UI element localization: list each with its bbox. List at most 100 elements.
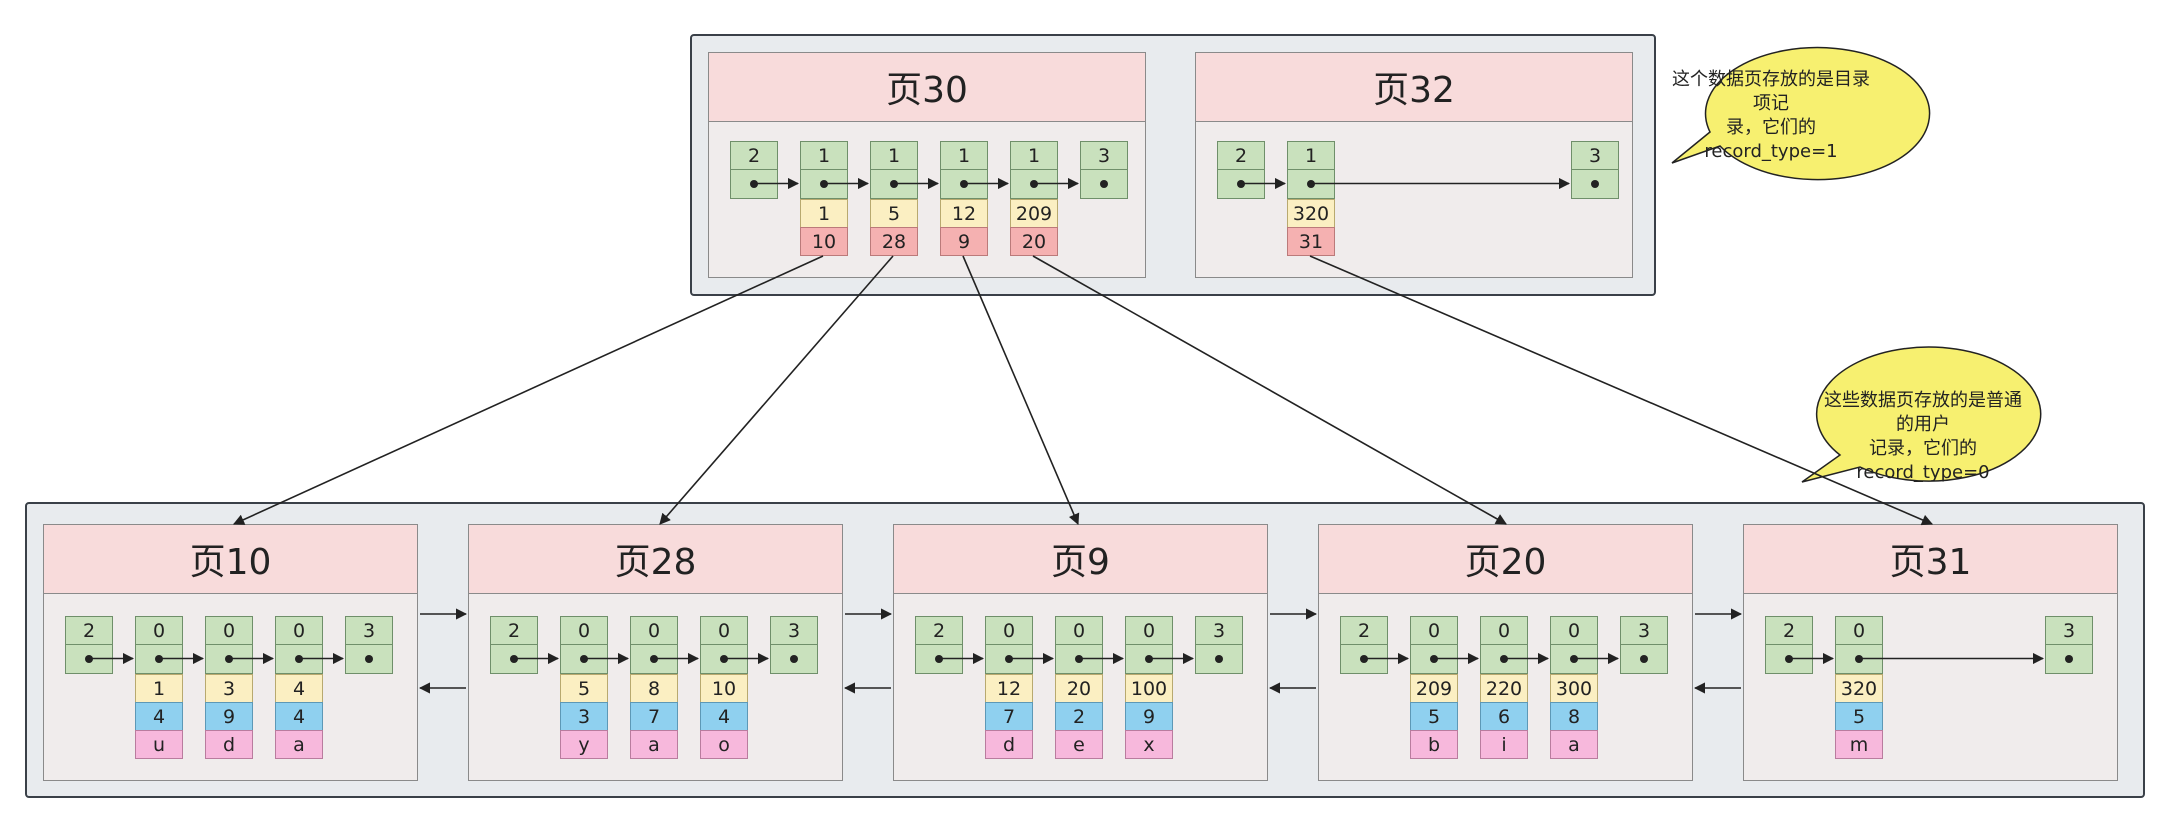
directory-page-1-supremum-pointer-dot <box>1591 180 1599 188</box>
leaf-page-3-record-2-pointer-dot <box>1570 655 1578 663</box>
leaf-page-0-record-2-pointer-dot <box>295 655 303 663</box>
leaf-page-1-record-1-type: 0 <box>630 616 678 645</box>
directory-callout-text-line-0: 这个数据页存放的是目录项记 <box>1672 69 1870 114</box>
leaf-page-1-supremum-type: 3 <box>770 616 818 645</box>
leaf-page-2-supremum-type: 3 <box>1195 616 1243 645</box>
directory-page-1-title: 页32 <box>1196 53 1632 122</box>
leaf-page-1-record-0-col3: y <box>560 730 608 759</box>
leaf-page-0-record-0-type: 0 <box>135 616 183 645</box>
leaf-page-3-infimum-type: 2 <box>1340 616 1388 645</box>
leaf-page-0-infimum-type: 2 <box>65 616 113 645</box>
leaf-page-1-supremum-pointer <box>770 644 818 674</box>
leaf-page-0-title: 页10 <box>44 525 417 594</box>
directory-to-leaf-arrow-2 <box>962 255 1080 526</box>
directory-page-0-record-3-pointer-dot <box>1030 180 1038 188</box>
leaf-page-3-record-0-col3: b <box>1410 730 1458 759</box>
leaf-page-2-record-0-type: 0 <box>985 616 1033 645</box>
leaf-page-2-infimum-type: 2 <box>915 616 963 645</box>
leaf-page-4-infimum-type: 2 <box>1765 616 1813 645</box>
leaf-page-0-record-1-col3: d <box>205 730 253 759</box>
directory-callout-text-line-1: 录，它们的record_type=1 <box>1704 117 1838 162</box>
leaf-page-3-record-1-col3: i <box>1480 730 1528 759</box>
leaf-page-3-record-0-type: 0 <box>1410 616 1458 645</box>
directory-page-0-title: 页30 <box>709 53 1145 122</box>
leaf-page-1-infimum-pointer-dot <box>510 655 518 663</box>
leaf-page-3-record-2-pointer <box>1550 644 1598 674</box>
leaf-page-1-record-0-type: 0 <box>560 616 608 645</box>
leaf-page-2-record-2-pointer-dot <box>1145 655 1153 663</box>
directory-page-0-supremum-pointer-dot <box>1100 180 1108 188</box>
leaf-page-4-record-0-pointer-dot <box>1855 655 1863 663</box>
directory-page-0-infimum-pointer-dot <box>750 180 758 188</box>
leaf-page-4-supremum-pointer <box>2045 644 2093 674</box>
user-records-callout-bubble <box>1801 346 2042 483</box>
directory-to-leaf-arrow-0 <box>232 255 824 525</box>
leaf-page-0-record-2-key: 4 <box>275 674 323 703</box>
leaf-page-2-record-2-col3: x <box>1125 730 1173 759</box>
leaf-page-1-record-2-col3: o <box>700 730 748 759</box>
leaf-page-3-record-1-pointer-dot <box>1500 655 1508 663</box>
leaf-page-3-record-2-key: 300 <box>1550 674 1598 703</box>
leaf-page-2-title: 页9 <box>894 525 1267 594</box>
directory-page-0-record-1-type: 1 <box>870 141 918 170</box>
directory-page-0-record-2-pointer-dot <box>960 180 968 188</box>
directory-page-1-supremum-pointer <box>1571 169 1619 199</box>
directory-to-leaf-arrow-3 <box>1032 255 1507 525</box>
leaf-page-4-record-0-col3: m <box>1835 730 1883 759</box>
directory-callout-text: 这个数据页存放的是目录项记录，它们的record_type=1 <box>1671 68 1871 164</box>
leaf-page-3-supremum-pointer-dot <box>1640 655 1648 663</box>
leaf-page-2-infimum-pointer-dot <box>935 655 943 663</box>
leaf-page-1-record-1-pointer-dot <box>650 655 658 663</box>
directory-page-1-infimum-pointer-dot <box>1237 180 1245 188</box>
leaf-page-2-record-1-key: 20 <box>1055 674 1103 703</box>
directory-page-1-record-0-pointer <box>1287 169 1335 199</box>
leaf-page-3-record-0-key: 209 <box>1410 674 1458 703</box>
leaf-page-1-record-1-col3: a <box>630 730 678 759</box>
leaf-page-4-record-0-type: 0 <box>1835 616 1883 645</box>
leaf-page-0-supremum-pointer-dot <box>365 655 373 663</box>
leaf-page-4-title: 页31 <box>1744 525 2117 594</box>
leaf-page-1-record-0-pointer-dot <box>580 655 588 663</box>
leaf-page-0-infimum-pointer-dot <box>85 655 93 663</box>
leaf-page-2-record-0-pointer-dot <box>1005 655 1013 663</box>
leaf-page-0-record-1-type: 0 <box>205 616 253 645</box>
directory-page-0-record-0-pointer-dot <box>820 180 828 188</box>
leaf-page-3-record-1-type: 0 <box>1480 616 1528 645</box>
leaf-page-0-record-2-col3: a <box>275 730 323 759</box>
directory-page-0-record-0-key: 1 <box>800 199 848 228</box>
leaf-page-3-supremum-type: 3 <box>1620 616 1668 645</box>
directory-page-1-record-0-pointer-dot <box>1307 180 1315 188</box>
directory-page-0-record-0-type: 1 <box>800 141 848 170</box>
leaf-page-2-record-2-type: 0 <box>1125 616 1173 645</box>
leaf-page-2-record-1-col3: e <box>1055 730 1103 759</box>
leaf-page-2-record-2-col2: 9 <box>1125 702 1173 731</box>
leaf-page-1-title: 页28 <box>469 525 842 594</box>
leaf-page-2-supremum-pointer <box>1195 644 1243 674</box>
leaf-page-1-record-2-pointer-dot <box>720 655 728 663</box>
leaf-page-0-record-0-pointer-dot <box>155 655 163 663</box>
leaf-page-1-infimum-type: 2 <box>490 616 538 645</box>
leaf-page-2-record-1-pointer-dot <box>1075 655 1083 663</box>
leaf-page-0-supremum-pointer <box>345 644 393 674</box>
leaf-page-4-supremum-pointer-dot <box>2065 655 2073 663</box>
leaf-page-4-infimum-pointer-dot <box>1785 655 1793 663</box>
leaf-page-0-record-0-col3: u <box>135 730 183 759</box>
directory-page-0-supremum-pointer <box>1080 169 1128 199</box>
leaf-page-1-record-1-col2: 7 <box>630 702 678 731</box>
leaf-page-3-supremum-pointer <box>1620 644 1668 674</box>
leaf-page-4-supremum-type: 3 <box>2045 616 2093 645</box>
user-records-callout-text: 这些数据页存放的是普通的用户记录，它们的record_type=0 <box>1818 389 2028 485</box>
leaf-page-0-record-0-key: 1 <box>135 674 183 703</box>
directory-page-0-record-0-page-no: 10 <box>800 227 848 256</box>
leaf-page-1-record-1-key: 8 <box>630 674 678 703</box>
directory-page-0-record-1-page-no: 28 <box>870 227 918 256</box>
leaf-page-1-record-2-type: 0 <box>700 616 748 645</box>
leaf-page-1-record-0-key: 5 <box>560 674 608 703</box>
